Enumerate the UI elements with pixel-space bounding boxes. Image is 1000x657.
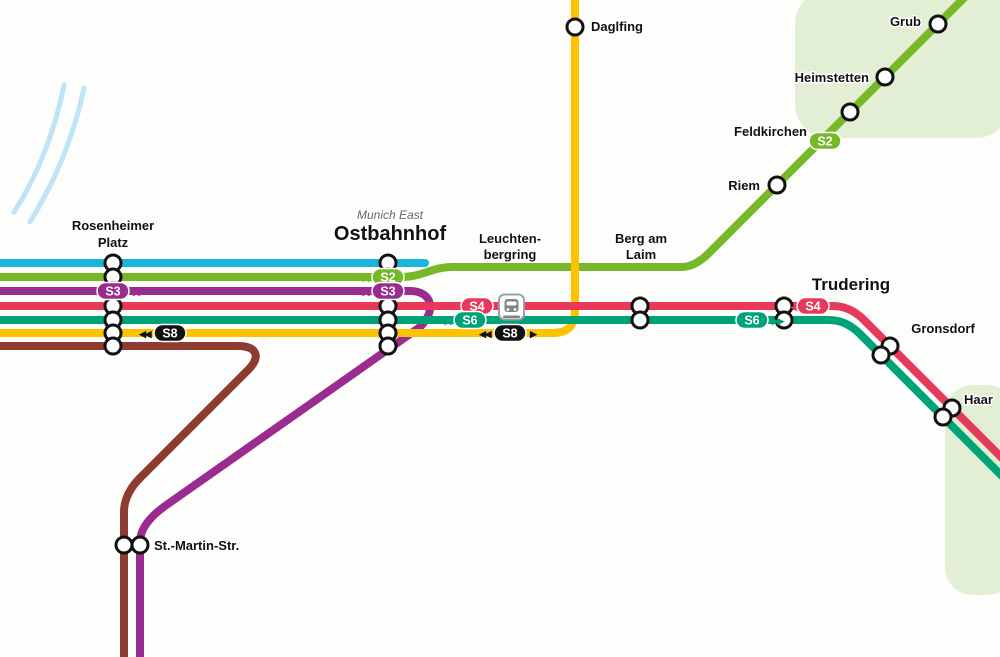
badge-s3-rosenheimer: S3: [96, 281, 130, 301]
station-labels: Daglfing Grub Heimstetten Feldkirchen Ri…: [70, 13, 994, 555]
line-s4-path: [0, 302, 1000, 462]
badge-s6-label: S6: [744, 314, 759, 328]
station-label-riem: Riem: [728, 178, 760, 193]
station-label-leuchtenbergring-line2: bergring: [484, 247, 537, 262]
badge-s6-leuchtenbergring: S6: [453, 310, 487, 330]
line-s8-path: [0, 0, 579, 337]
station-label-rosenheimer-platz-line2: Platz: [98, 235, 129, 250]
station-label-heimstetten: Heimstetten: [795, 70, 869, 85]
badge-s6-label: S6: [462, 314, 477, 328]
badge-s8-label: S8: [162, 327, 177, 341]
arrow-west-icon: ◀◀: [438, 316, 452, 326]
river-stroke-west: [11, 82, 67, 215]
badge-s8-rosenheimer: S8: [153, 323, 187, 343]
badge-s4-leuchtenbergring: S4: [460, 296, 494, 316]
station-marker-haar: [933, 398, 962, 427]
line-s2-path: [0, 0, 968, 281]
station-label-feldkirchen: Feldkirchen: [734, 124, 807, 139]
station-label-berg-am-laim-line1: Berg am: [615, 231, 667, 246]
station-marker-rosenheimer-platz: [103, 253, 123, 356]
line-badges: S3 S8 S2 S3 S4 S6 S8 S6: [96, 131, 842, 343]
station-label-grub: Grub: [890, 14, 921, 29]
arrow-west-icon: ◀: [790, 302, 799, 312]
station-sublabel-munich-east: Munich East: [357, 208, 424, 222]
badge-s6-trudering: S6: [735, 310, 769, 330]
station-label-berg-am-laim-line2: Laim: [626, 247, 656, 262]
badge-s4-trudering: S4: [796, 296, 830, 316]
station-label-haar: Haar: [964, 392, 993, 407]
badge-s2-label: S2: [380, 271, 395, 285]
badge-s3-label: S3: [105, 285, 120, 299]
badge-s3-label: S3: [380, 285, 395, 299]
direction-arrows: ▶▶ ◀◀ ◀◀ ◀◀ ◀◀ ◀◀ ▶ ▶▶ ◀: [132, 273, 800, 339]
badge-s4-label: S4: [805, 300, 820, 314]
badge-s3-ostbahnhof: S3: [371, 281, 405, 301]
arrow-east-icon: ▶: [529, 329, 538, 339]
station-marker-trudering: [774, 296, 794, 330]
station-label-gronsdorf: Gronsdorf: [911, 321, 975, 336]
badge-s2-feldkirchen: S2: [808, 131, 842, 151]
station-marker-riem: [767, 175, 787, 195]
river-stroke-east: [27, 85, 87, 225]
sbahn-train-icon: [498, 293, 525, 321]
arrow-west-icon: ◀◀: [478, 329, 492, 339]
station-label-ostbahnhof: Ostbahnhof: [334, 223, 447, 245]
badge-s2-label: S2: [817, 135, 832, 149]
station-marker-gronsdorf: [871, 336, 900, 365]
arrow-west-icon: ◀◀: [356, 287, 370, 297]
arrow-east-icon: ▶▶: [132, 287, 146, 297]
station-label-trudering: Trudering: [812, 275, 890, 294]
badge-s8-leuchtenbergring: S8: [493, 323, 527, 343]
park-areas: [795, 0, 1000, 595]
river-isar: [11, 82, 87, 225]
arrow-west-icon: ◀◀: [356, 273, 370, 283]
line-s6-path: [0, 316, 1000, 480]
station-marker-grub: [928, 14, 948, 34]
station-marker-daglfing: [565, 17, 585, 37]
line-s3-path: [0, 287, 435, 657]
station-label-daglfing: Daglfing: [591, 19, 643, 34]
station-marker-feldkirchen: [840, 102, 860, 122]
station-label-rosenheimer-platz-line1: Rosenheimer: [72, 218, 154, 233]
badge-s4-label: S4: [469, 300, 484, 314]
station-marker-heimstetten: [875, 67, 895, 87]
arrow-east-icon: ▶▶: [771, 316, 785, 326]
line-s7-path: [0, 342, 260, 657]
arrow-west-icon: ◀◀: [138, 329, 152, 339]
station-label-leuchtenbergring-line1: Leuchten-: [479, 231, 541, 246]
station-label-st-martin-str: St.-Martin-Str.: [154, 538, 239, 553]
badge-s8-label: S8: [502, 327, 517, 341]
station-marker-berg-am-laim: [630, 296, 650, 330]
station-marker-st-martin-str: [114, 535, 150, 555]
badge-s2-ostbahnhof: S2: [371, 267, 405, 287]
